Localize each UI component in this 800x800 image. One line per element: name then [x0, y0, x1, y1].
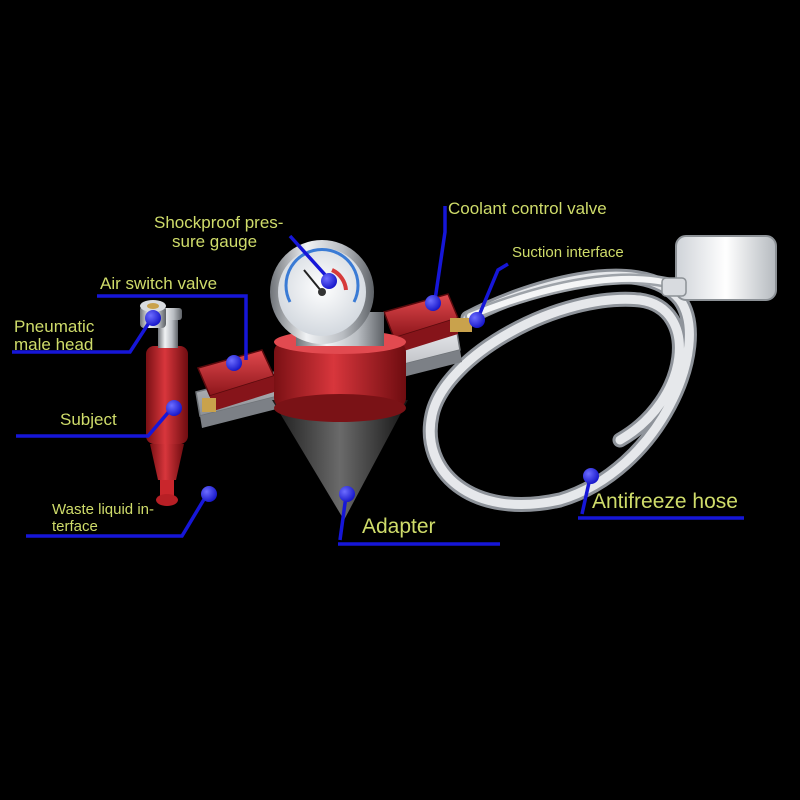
leader-line-gauge: [288, 234, 330, 280]
leader-line-adapter-drop: [338, 495, 348, 541]
leader-line-pneumatic: [12, 317, 154, 354]
leader-lines: [12, 206, 744, 546]
leader-line-coolant: [433, 206, 447, 301]
label-air-switch-valve: Air switch valve: [100, 274, 218, 293]
label-antifreeze-hose: Antifreeze hose: [592, 490, 738, 513]
dot-pneumatic: [145, 310, 161, 326]
leader-line-antifreeze-rise: [580, 477, 592, 515]
leader-line-subject: [16, 406, 174, 438]
gauge-assembly-shape: [270, 240, 408, 520]
label-adapter: Adapter: [362, 515, 436, 538]
label-pneumatic-line2: male head: [14, 335, 94, 354]
dot-coolant: [425, 295, 441, 311]
label-suction-interface: Suction interface: [512, 244, 624, 261]
leader-line-suction: [476, 262, 509, 319]
dot-suction: [469, 312, 485, 328]
label-gauge-line2: sure gauge: [172, 232, 258, 251]
dot-air-switch: [226, 355, 242, 371]
dot-subject: [166, 400, 182, 416]
dot-gauge: [321, 273, 337, 289]
subject-body-shape: [146, 308, 188, 506]
leader-line-air-switch: [97, 294, 248, 360]
leader-line-waste: [26, 495, 208, 538]
label-pneumatic-line1: Pneumatic: [14, 317, 95, 336]
label-waste-line2: terface: [52, 518, 98, 535]
label-waste-line1: Waste liquid in-: [52, 501, 154, 518]
antifreeze-hose-shape: [422, 268, 697, 512]
label-coolant-control-valve: Coolant control valve: [448, 199, 607, 218]
dot-waste: [201, 486, 217, 502]
dot-adapter: [339, 486, 355, 502]
hose-filter-shape: [661, 235, 777, 301]
dot-antifreeze: [583, 468, 599, 484]
label-gauge-line1: Shockproof pres-: [154, 213, 284, 232]
label-subject: Subject: [60, 410, 117, 429]
pointer-dots: [145, 273, 599, 502]
